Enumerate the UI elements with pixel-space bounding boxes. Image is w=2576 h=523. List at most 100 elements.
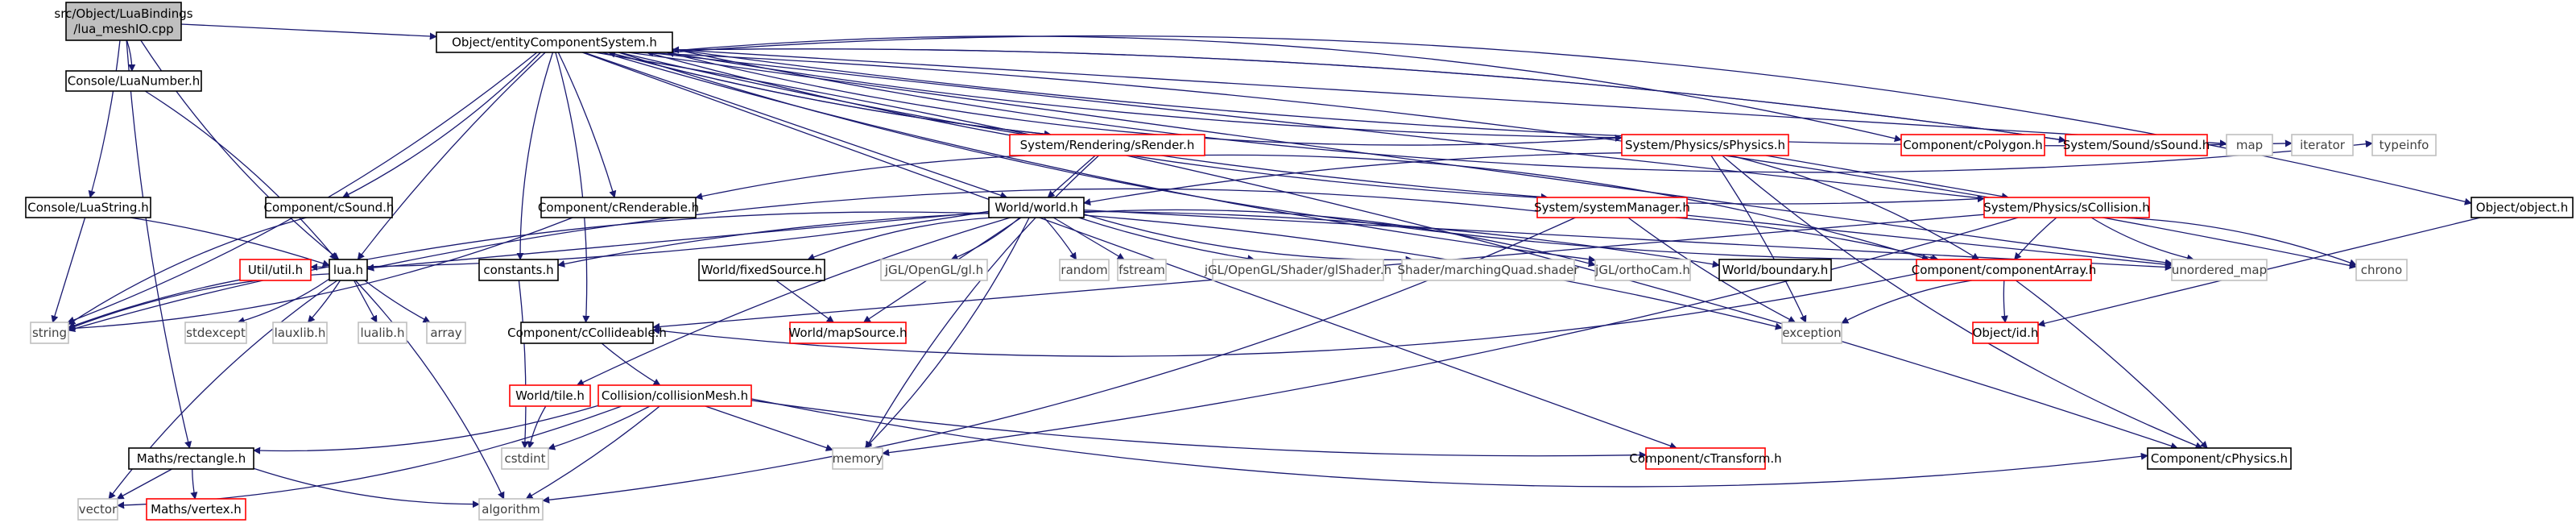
node-string[interactable]: string (30, 322, 69, 344)
edge-line (672, 48, 2293, 147)
node-box (501, 447, 549, 470)
node-root[interactable]: src/Object/LuaBindings/lua_meshIO.cpp (54, 2, 193, 41)
edge-srender-to-ecs (607, 50, 1052, 135)
node-sphysics[interactable]: System/Physics/sPhysics.h (1621, 134, 1789, 156)
node-luastring[interactable]: Console/LuaString.h (25, 197, 151, 218)
edge-line (527, 405, 547, 449)
node-luanumber[interactable]: Console/LuaNumber.h (65, 70, 202, 92)
node-fstream[interactable]: fstream (1117, 259, 1167, 281)
edge-srender-to-crenderable (695, 155, 1026, 200)
node-srender[interactable]: System/Rendering/sRender.h (1009, 134, 1205, 156)
node-tile[interactable]: World/tile.h (509, 384, 591, 407)
node-box (1621, 134, 1789, 156)
node-luah[interactable]: lua.h (329, 259, 368, 281)
node-exception[interactable]: exception (1781, 322, 1842, 344)
edge-world-to-opengl (950, 217, 1020, 261)
node-box (272, 322, 328, 344)
node-fixedsource[interactable]: World/fixedSource.h (698, 259, 825, 281)
edge-line (1765, 155, 2009, 201)
node-label: System/Physics/sPhysics.h (1625, 138, 1785, 152)
edge-line (602, 52, 1596, 264)
edge-line (672, 35, 1902, 143)
node-orthocam[interactable]: jGL/orthoCam.h (1594, 259, 1691, 281)
node-box (2065, 134, 2208, 156)
node-comparray[interactable]: Component/componentArray.h (1912, 259, 2097, 281)
node-box (436, 31, 673, 53)
node-opengl[interactable]: jGL/OpenGL/gl.h (880, 259, 988, 281)
node-algorithm[interactable]: algorithm (478, 498, 544, 521)
node-mapsource[interactable]: World/mapSource.h (788, 322, 908, 344)
node-vector[interactable]: vector (77, 498, 118, 521)
node-crenderable[interactable]: Component/cRenderable.h (538, 197, 699, 218)
node-constants[interactable]: constants.h (478, 259, 559, 281)
node-object[interactable]: Object/object.h (2471, 197, 2574, 218)
node-label: Component/cSound.h (264, 201, 395, 215)
node-lauxlib[interactable]: lauxlib.h (272, 322, 328, 344)
node-umap[interactable]: unordered_map (2171, 259, 2268, 281)
node-label: chrono (2361, 263, 2402, 277)
edge-line (652, 273, 1917, 357)
node-label: lua.h (333, 263, 363, 277)
edge-line (950, 217, 1020, 261)
node-rectangle[interactable]: Maths/rectangle.h (128, 447, 254, 470)
node-csound[interactable]: Component/cSound.h (264, 197, 395, 218)
node-glshader[interactable]: jGL/OpenGL/Shader/glShader.h (1204, 259, 1391, 281)
node-utilh[interactable]: Util/util.h (239, 259, 312, 281)
edge-line (354, 280, 505, 500)
node-iterator[interactable]: iterator (2291, 134, 2354, 156)
edge-root-to-ecs (180, 23, 437, 40)
node-cphysics[interactable]: Component/cPhysics.h (2147, 447, 2292, 470)
node-random[interactable]: random (1059, 259, 1110, 281)
edge-line (548, 405, 651, 450)
edge-comparray-to-objectid (2000, 280, 2008, 323)
edge-collmesh-to-algorithm (525, 405, 660, 500)
node-label: Console/LuaNumber.h (68, 74, 201, 89)
node-ccollideable[interactable]: Component/cCollideable.h (507, 322, 667, 344)
node-map[interactable]: map (2226, 134, 2273, 156)
node-label: cstdint (504, 451, 545, 466)
edge-comparray-to-cphysics (2016, 280, 2208, 449)
edge-collmesh-to-cphysics (750, 398, 2148, 488)
node-ssound[interactable]: System/Sound/sSound.h (2063, 134, 2210, 156)
edge-ecs-to-constants (516, 52, 554, 260)
node-box (77, 498, 118, 521)
node-vertex[interactable]: Maths/vertex.h (146, 498, 246, 521)
node-cstdint[interactable]: cstdint (501, 447, 549, 470)
edge-root-to-rectangle (126, 39, 192, 449)
edge-line (88, 39, 121, 198)
node-typeinfo[interactable]: typeinfo (2371, 134, 2437, 156)
node-label: memory (833, 451, 883, 466)
node-stdexcept[interactable]: stdexcept (184, 322, 247, 344)
edge-line (310, 210, 990, 271)
node-cpolygon[interactable]: Component/cPolygon.h (1900, 134, 2045, 156)
node-box (509, 384, 591, 407)
node-world[interactable]: World/world.h (988, 197, 1085, 218)
node-box (1059, 259, 1110, 281)
node-label: Component/componentArray.h (1912, 263, 2097, 277)
node-box (426, 322, 466, 344)
node-memory[interactable]: memory (832, 447, 883, 470)
node-boundary[interactable]: World/boundary.h (1718, 259, 1832, 281)
edge-line (672, 48, 2227, 147)
edge-collmesh-to-memory (705, 405, 833, 451)
node-ctransform[interactable]: Component/cTransform.h (1629, 447, 1782, 470)
edge-scollision-to-chrono (2117, 217, 2357, 267)
edge-line (51, 217, 86, 323)
node-label: Component/cPhysics.h (2151, 451, 2288, 466)
node-ecs[interactable]: Object/entityComponentSystem.h (436, 31, 673, 53)
node-label: Object/entityComponentSystem.h (452, 35, 657, 50)
node-chrono[interactable]: chrono (2355, 259, 2408, 281)
node-box (1117, 259, 1167, 281)
node-objectid[interactable]: Object/id.h (1972, 322, 2039, 344)
node-sysmgr[interactable]: System/systemManager.h (1534, 197, 1690, 218)
edge-line (627, 52, 2173, 267)
node-lualib[interactable]: lualib.h (358, 322, 407, 344)
edge-ecs-to-map (672, 48, 2227, 147)
node-marchingquad[interactable]: Shader/marchingQuad.shader (1397, 259, 1579, 281)
node-collmesh[interactable]: Collision/collisionMesh.h (597, 384, 752, 407)
edge-rectangle-to-vertex (190, 468, 198, 500)
edge-line (646, 49, 1985, 199)
edge-line (672, 35, 2472, 205)
node-array[interactable]: array (426, 322, 466, 344)
node-scollision[interactable]: System/Physics/sCollision.h (1983, 197, 2150, 218)
